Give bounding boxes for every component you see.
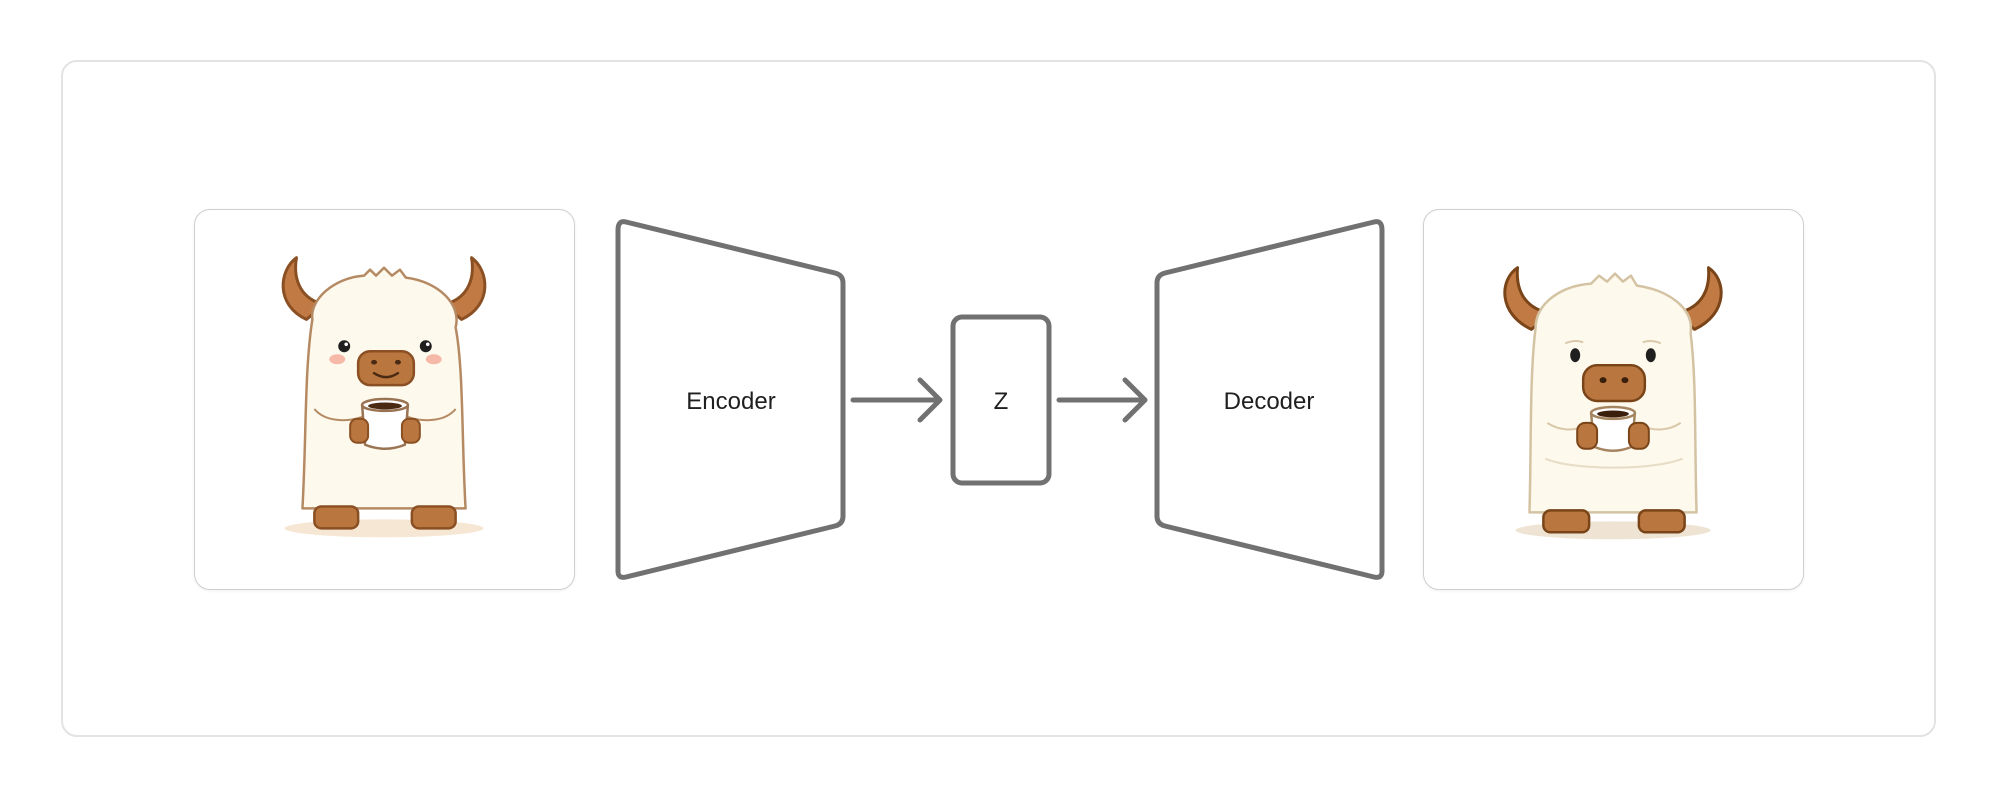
encoder-label: Encoder xyxy=(686,388,775,415)
input-image-card xyxy=(194,209,575,590)
encoder-block xyxy=(615,219,846,580)
reconstructed-yak-mascot-icon xyxy=(1503,266,1723,540)
yak-mascot-holding-coffee-icon xyxy=(281,256,487,538)
arrow-right-icon xyxy=(850,377,943,423)
output-image-card xyxy=(1423,209,1804,590)
latent-z-label: Z xyxy=(994,388,1009,415)
decoder-block xyxy=(1154,219,1385,580)
decoder-label: Decoder xyxy=(1224,388,1315,415)
arrow-right-icon xyxy=(1056,377,1148,423)
latent-z-block xyxy=(950,314,1052,486)
